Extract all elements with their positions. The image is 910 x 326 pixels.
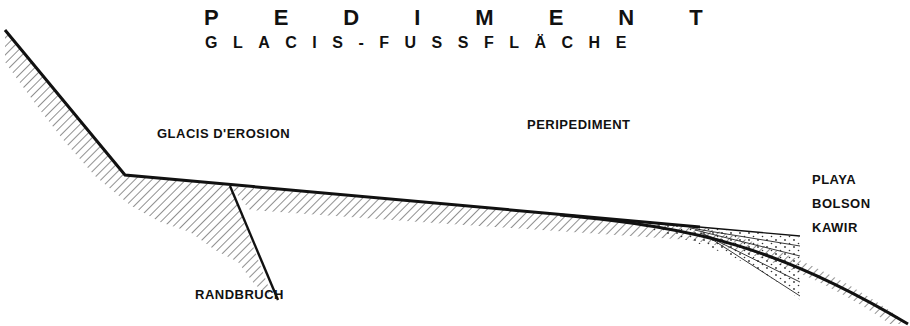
surface-label: GLACIS D'EROSION bbox=[157, 127, 290, 140]
basin-label: BOLSON bbox=[812, 197, 871, 210]
diagram-title: PEDIMENT bbox=[204, 7, 758, 29]
mountain-rock bbox=[5, 30, 272, 296]
surface-label: PERIPEDIMENT bbox=[527, 118, 631, 131]
basin-label: PLAYA bbox=[812, 173, 856, 186]
fault-line bbox=[230, 186, 278, 300]
basin-label: KAWIR bbox=[812, 221, 858, 234]
playa-surface bbox=[620, 220, 800, 236]
fault-label: RANDBRUCH bbox=[195, 288, 284, 301]
ground-surface bbox=[5, 30, 700, 227]
pediment-rock bbox=[230, 186, 908, 324]
subtitle: GLACIS-FUSSFLÄCHE bbox=[205, 35, 642, 51]
buried-rock-surface bbox=[560, 215, 908, 324]
